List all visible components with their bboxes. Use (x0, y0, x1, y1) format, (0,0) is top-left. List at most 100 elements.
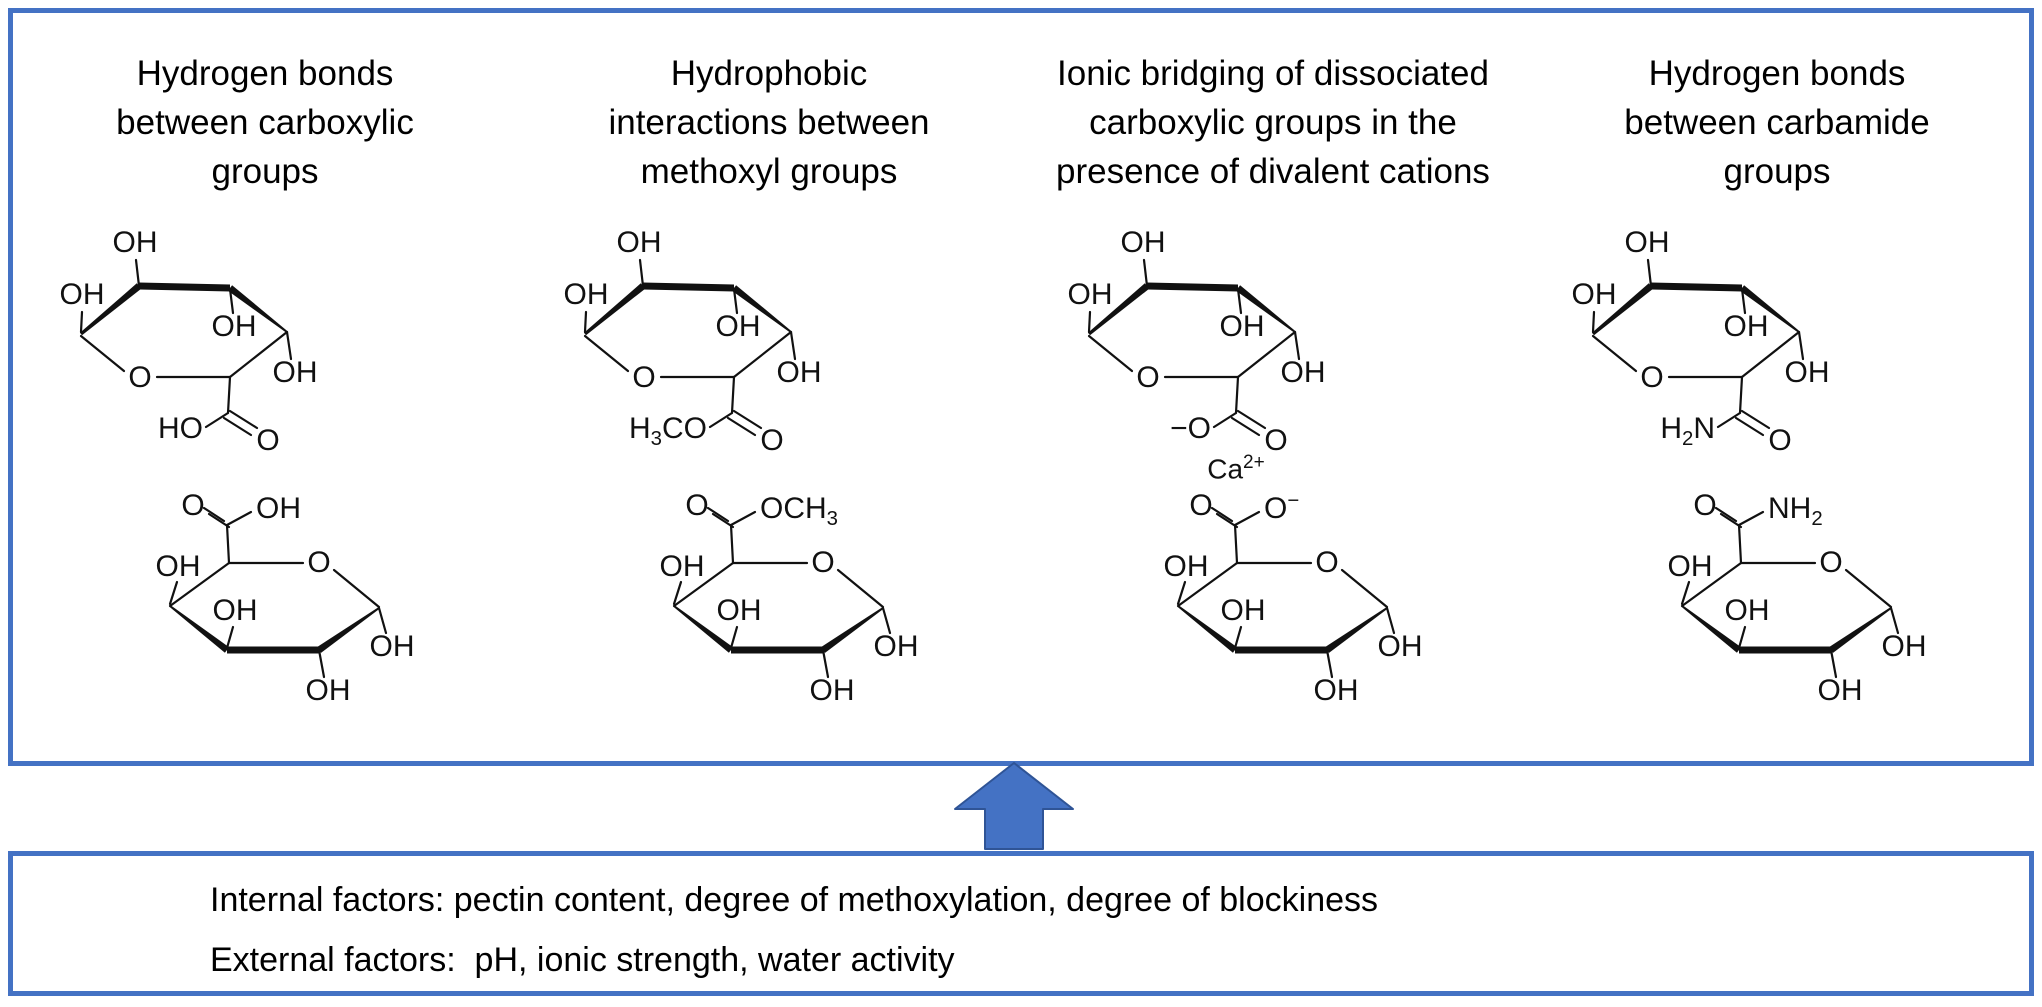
bond (134, 258, 141, 288)
bond (1234, 375, 1240, 415)
pyranose-ring-top: OH OH OH OH O O H3CO (564, 226, 822, 457)
hydroxyl-label: OH (1121, 226, 1166, 259)
double-bond (1215, 512, 1239, 529)
bond (789, 330, 797, 361)
double-bond (732, 409, 763, 430)
bond (729, 523, 735, 565)
bond (1176, 580, 1187, 606)
double-bond (202, 506, 226, 523)
bond (672, 561, 735, 608)
substituent-label: OCH3 (760, 492, 838, 530)
bond (583, 334, 630, 373)
hydroxyl-label: OH (1281, 356, 1326, 389)
double-bond (1210, 506, 1234, 523)
bold-bond (1739, 285, 1800, 333)
hydroxyl-label: OH (1572, 278, 1617, 311)
double-bond (706, 506, 730, 523)
bold-bond (1088, 283, 1150, 336)
bold-bond (1235, 646, 1327, 654)
pyranose-ring-bottom: O O− O OH OH OH OH (1164, 489, 1423, 707)
pyranose-ring-top: OH OH OH OH O O −O (1068, 226, 1326, 457)
hydroxyl-label: OH (1725, 594, 1770, 627)
ring-oxygen-label: O (1640, 361, 1663, 394)
hydroxyl-label: OH (1724, 310, 1769, 343)
panel-title: Ionic bridging of dissociated carboxylic… (1056, 54, 1490, 191)
hydroxyl-label: OH (1220, 310, 1265, 343)
ring-oxygen-label: O (632, 361, 655, 394)
bond (225, 625, 235, 650)
bold-bond (1592, 283, 1654, 336)
hydroxyl-label: OH (717, 594, 762, 627)
pyranose-ring-bottom: O NH2 O OH OH OH OH (1668, 489, 1927, 707)
bond (1212, 411, 1238, 429)
bold-bond (1651, 282, 1742, 292)
bond (1142, 258, 1149, 288)
substituent-label: NH2 (1768, 492, 1823, 530)
panel-title: Hydrophobic interactions between methoxy… (608, 54, 930, 191)
bond (1087, 334, 1134, 373)
double-bond (1719, 512, 1743, 529)
substituent-label: H2N (1660, 412, 1715, 450)
ring-oxygen-label: O (307, 546, 330, 579)
bond (729, 625, 739, 650)
hydroxyl-label: OH (564, 278, 609, 311)
bold-bond (1325, 607, 1388, 653)
hydroxyl-label: OH (273, 356, 318, 389)
bond (1176, 561, 1239, 608)
bond (79, 334, 126, 373)
bond (836, 568, 885, 609)
bond (708, 411, 734, 429)
up-arrow-shape (954, 762, 1074, 850)
bold-bond (227, 646, 319, 654)
bond (1844, 568, 1893, 609)
bond (79, 310, 84, 334)
bond (204, 411, 230, 429)
pyranose-ring-bottom: O OH O OH OH OH OH (156, 489, 415, 707)
carbonyl-oxygen-label: O (1189, 489, 1212, 522)
ring-oxygen-label: O (1819, 546, 1842, 579)
bond (1087, 310, 1092, 334)
hydroxyl-label: OH (810, 674, 855, 707)
panel-title: Hydrogen bonds between carbamide groups (1624, 54, 1930, 191)
hydroxyl-label: OH (777, 356, 822, 389)
hydroxyl-label: OH (212, 310, 257, 343)
bond (225, 523, 231, 565)
bond (1737, 523, 1743, 565)
bond (1293, 330, 1301, 361)
bond (1740, 287, 1747, 315)
bond (1737, 510, 1765, 527)
bond (1233, 510, 1261, 527)
hydroxyl-label: OH (60, 278, 105, 311)
carbonyl-oxygen-label: O (1264, 424, 1287, 457)
hydroxyl-label: OH (213, 594, 258, 627)
bond (225, 510, 253, 527)
ring-oxygen-label: O (128, 361, 151, 394)
bond (168, 580, 179, 606)
panel-hydrophobic-methoxyl: Hydrophobic interactions between methoxy… (517, 13, 1021, 761)
bond (732, 287, 739, 315)
bold-bond (673, 605, 734, 653)
internal-factors-text: Internal factors: pectin content, degree… (210, 881, 1379, 919)
hydroxyl-label: OH (1221, 594, 1266, 627)
molecule-pair: OH OH OH OH O O H3CO O OCH3 O OH OH OH O… (517, 222, 1021, 726)
hydroxyl-label: OH (1378, 630, 1423, 663)
double-bond (1734, 416, 1765, 437)
bond (228, 330, 289, 379)
substituent-label: OH (256, 492, 301, 525)
hydroxyl-label: OH (1818, 674, 1863, 707)
bold-bond (1177, 605, 1238, 653)
bond (1591, 310, 1596, 334)
factors-box: Internal factors: pectin content, degree… (8, 851, 2034, 996)
hydroxyl-label: OH (660, 550, 705, 583)
bond (168, 561, 231, 608)
substituent-label: −O (1170, 412, 1211, 445)
carbonyl-oxygen-label: O (760, 424, 783, 457)
bold-bond (227, 285, 288, 333)
bond (1738, 375, 1744, 415)
bond (1740, 330, 1801, 379)
bold-bond (317, 607, 380, 653)
hydroxyl-label: OH (1068, 278, 1113, 311)
molecule-pair: OH OH OH OH O O −O Ca2+ O O− O OH OH OH … (1021, 222, 1525, 726)
hydroxyl-label: OH (113, 226, 158, 259)
